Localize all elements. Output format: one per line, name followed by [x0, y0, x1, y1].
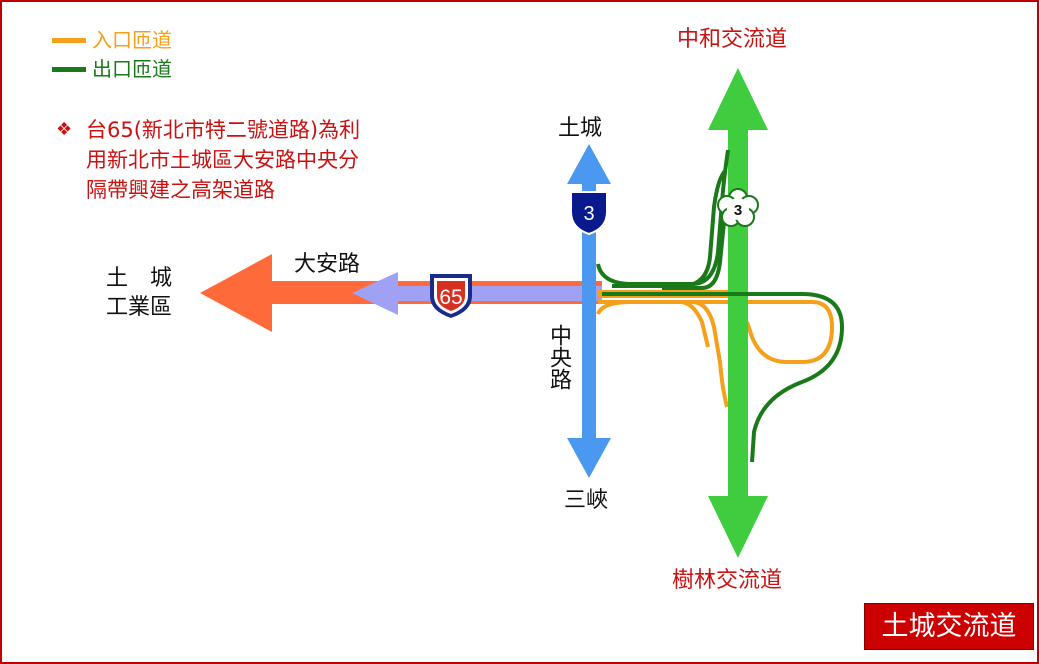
- description-note: ❖ 台65(新北市特二號道路)為利 用新北市土城區大安路中央分 隔帶興建之高架道…: [56, 115, 396, 205]
- tucheng-direction-label: 土城: [558, 116, 603, 141]
- entry-ramp-legend-swatch: [52, 38, 86, 43]
- freeway-3-arrow: [708, 68, 768, 558]
- entry-ramp-legend-label: 入口匝道: [92, 28, 172, 52]
- national-3-shield-number: 3: [734, 202, 742, 219]
- note-bullet-icon: ❖: [56, 119, 73, 140]
- note-line: 隔帶興建之高架道路: [86, 178, 275, 202]
- provincial-3-arrow: [567, 144, 611, 478]
- expressway-65-arrow: [352, 272, 602, 315]
- entry-ramps: [596, 290, 835, 408]
- expressway-65-shield-number: 65: [439, 286, 462, 309]
- national-3-shield: 3: [717, 188, 759, 227]
- note-line: 用新北市土城區大安路中央分: [86, 148, 359, 172]
- exit-ramps: [596, 149, 845, 463]
- industrial-area-label-line2: 工業區: [106, 295, 173, 320]
- industrial-area-label-line1: 土 城: [106, 266, 173, 291]
- provincial-3-shield-number: 3: [583, 203, 594, 225]
- interchange-title: 土城交流道: [864, 603, 1034, 650]
- zhonghe-interchange-label: 中和交流道: [677, 27, 788, 52]
- shulin-interchange-label: 樹林交流道: [672, 568, 783, 593]
- note-line: 台65(新北市特二號道路)為利: [86, 118, 361, 142]
- expressway-65-shield: 65: [430, 274, 472, 318]
- sanxia-direction-label: 三峽: [564, 488, 609, 513]
- daan-road-label: 大安路: [294, 252, 361, 277]
- exit-ramp-legend-swatch: [52, 67, 86, 72]
- provincial-3-shield: 3: [570, 191, 608, 236]
- exit-ramp-legend-label: 出口匝道: [92, 57, 172, 81]
- zhongyang-road-label: 中央路: [546, 324, 571, 390]
